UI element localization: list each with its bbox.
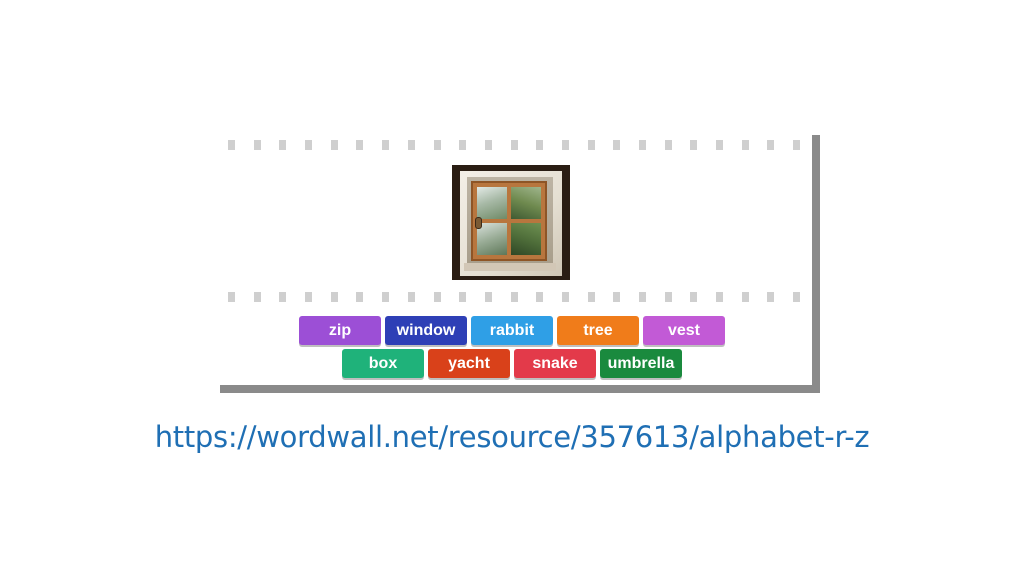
- word-tile-yacht[interactable]: yacht: [428, 349, 510, 378]
- dash-mark: [382, 140, 390, 150]
- word-tile-umbrella[interactable]: umbrella: [600, 349, 682, 378]
- dash-mark: [484, 292, 492, 302]
- frame-right-border: [812, 135, 820, 393]
- dash-mark: [716, 292, 724, 302]
- dash-mark: [484, 140, 492, 150]
- picture-window-sash: [471, 181, 547, 261]
- tiles-row-1: zip window rabbit tree vest: [299, 316, 725, 345]
- dash-mark: [253, 140, 261, 150]
- dash-mark: [330, 292, 338, 302]
- dash-mark: [407, 140, 415, 150]
- dash-mark: [767, 292, 775, 302]
- dash-mark: [305, 292, 313, 302]
- dash-mark: [407, 292, 415, 302]
- dash-mark: [510, 140, 518, 150]
- dash-mark: [587, 292, 595, 302]
- word-tile-window[interactable]: window: [385, 316, 467, 345]
- dash-mark: [613, 292, 621, 302]
- dash-mark: [459, 140, 467, 150]
- dash-mark: [253, 292, 261, 302]
- dash-mark: [613, 140, 621, 150]
- word-tile-zip[interactable]: zip: [299, 316, 381, 345]
- dash-mark: [305, 140, 313, 150]
- dash-mark: [561, 140, 569, 150]
- dash-mark: [356, 140, 364, 150]
- word-tile-snake[interactable]: snake: [514, 349, 596, 378]
- dash-mark: [793, 292, 801, 302]
- game-frame: zip window rabbit tree vest box yacht sn…: [220, 133, 820, 393]
- dash-mark: [279, 140, 287, 150]
- dash-mark: [356, 292, 364, 302]
- dash-mark: [793, 140, 801, 150]
- dash-mark: [433, 140, 441, 150]
- dash-mark: [510, 292, 518, 302]
- dash-mark: [459, 292, 467, 302]
- window-picture: [452, 165, 570, 280]
- top-dash-border: [228, 140, 818, 150]
- dash-mark: [279, 292, 287, 302]
- dash-mark: [382, 292, 390, 302]
- dash-mark: [639, 140, 646, 150]
- resource-url-link[interactable]: https://wordwall.net/resource/357613/alp…: [154, 420, 870, 454]
- dash-mark: [639, 292, 646, 302]
- dash-mark: [587, 140, 595, 150]
- frame-bottom-border: [220, 385, 820, 393]
- dash-mark: [228, 140, 235, 150]
- dash-mark: [536, 140, 544, 150]
- dash-mark: [561, 292, 569, 302]
- word-tile-tree[interactable]: tree: [557, 316, 639, 345]
- word-tile-vest[interactable]: vest: [643, 316, 725, 345]
- dash-mark: [690, 292, 698, 302]
- word-tile-rabbit[interactable]: rabbit: [471, 316, 553, 345]
- window-handle-icon: [475, 217, 482, 229]
- window-pane: [511, 223, 541, 255]
- dash-mark: [741, 140, 749, 150]
- dash-mark: [536, 292, 544, 302]
- word-tile-box[interactable]: box: [342, 349, 424, 378]
- window-pane: [511, 187, 541, 219]
- dash-mark: [228, 292, 235, 302]
- dash-mark: [664, 140, 672, 150]
- dash-mark: [716, 140, 724, 150]
- tiles-row-2: box yacht snake umbrella: [342, 349, 682, 378]
- picture-window-sill: [464, 263, 556, 271]
- dash-mark: [330, 140, 338, 150]
- dash-mark: [690, 140, 698, 150]
- dash-mark: [664, 292, 672, 302]
- dash-mark: [741, 292, 749, 302]
- dash-mark: [767, 140, 775, 150]
- window-pane: [477, 187, 507, 219]
- middle-dash-border: [228, 292, 818, 302]
- window-pane: [477, 223, 507, 255]
- dash-mark: [433, 292, 441, 302]
